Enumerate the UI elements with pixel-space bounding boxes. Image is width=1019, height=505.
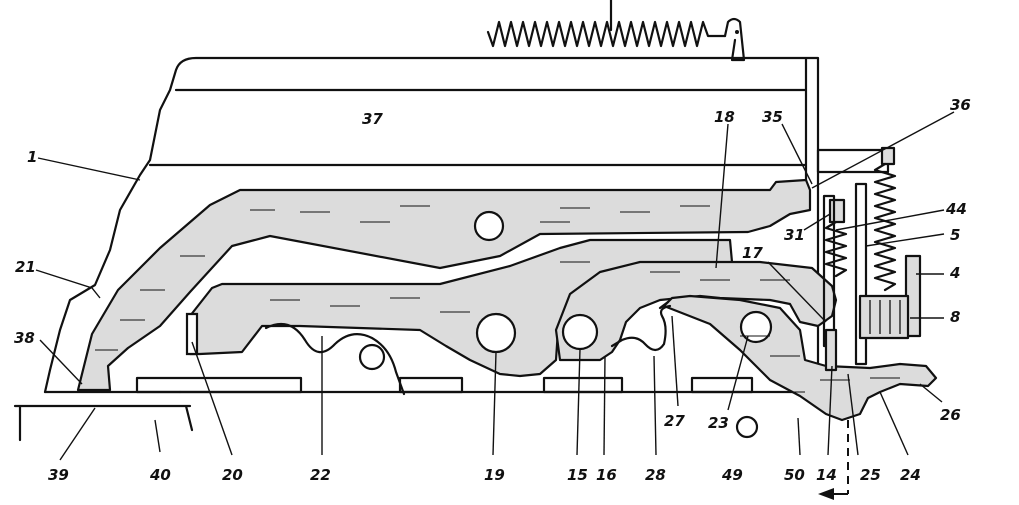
label-40: 40 — [149, 466, 171, 484]
label-5: 5 — [950, 226, 960, 244]
base-plate — [15, 406, 192, 440]
leader-lines — [36, 112, 954, 460]
hatch-marks — [95, 206, 900, 392]
drawing-lines — [15, 0, 954, 500]
spring-22 — [266, 324, 404, 394]
label-14: 14 — [816, 466, 837, 484]
label-35: 35 — [762, 108, 783, 126]
clip-31 — [830, 200, 844, 222]
label-8: 8 — [950, 308, 960, 326]
label-25: 25 — [860, 466, 881, 484]
spring-hook — [725, 19, 744, 60]
label-28: 28 — [645, 466, 666, 484]
label-27: 27 — [664, 412, 685, 430]
hole-15 — [563, 315, 597, 349]
arrow-head — [818, 488, 834, 500]
spring-right — [875, 164, 895, 290]
label-39: 39 — [48, 466, 69, 484]
spring-28 — [612, 302, 670, 350]
label-24: 24 — [900, 466, 921, 484]
label-50: 50 — [784, 466, 805, 484]
base-block-4 — [692, 378, 752, 392]
label-18: 18 — [714, 108, 735, 126]
label-26: 26 — [940, 406, 961, 424]
base-block-1 — [137, 378, 301, 392]
end-plate-20 — [187, 314, 197, 354]
label-1: 1 — [27, 148, 37, 166]
label-49: 49 — [721, 466, 743, 484]
label-38: 38 — [14, 329, 35, 347]
top-spring — [488, 22, 725, 46]
plate-36-end — [882, 148, 894, 164]
label-31: 31 — [784, 226, 805, 244]
label-37: 37 — [362, 110, 383, 128]
label-4: 4 — [949, 264, 960, 282]
label-44: 44 — [945, 200, 967, 218]
stop-49 — [737, 417, 757, 437]
label-17: 17 — [742, 244, 763, 262]
label-20: 20 — [222, 466, 243, 484]
label-36: 36 — [950, 96, 971, 114]
hook-pin — [735, 30, 739, 34]
lever-50 — [664, 296, 936, 420]
label-23: 23 — [708, 414, 729, 432]
base-block-3 — [544, 378, 622, 392]
label-16: 16 — [596, 466, 617, 484]
label-15: 15 — [567, 466, 588, 484]
pivot-23 — [741, 312, 771, 342]
rod-5 — [856, 184, 866, 364]
roller-22 — [360, 345, 384, 369]
lever-17 — [556, 262, 836, 360]
base-block-2 — [400, 378, 462, 392]
hole-37 — [475, 212, 503, 240]
pin-14 — [826, 330, 836, 370]
bushing-8 — [860, 296, 908, 338]
reference-labels: 1 21 38 39 40 20 22 19 15 16 28 27 23 49… — [14, 96, 971, 484]
label-21: 21 — [15, 258, 36, 276]
lever-37 — [78, 180, 810, 390]
hole-19 — [477, 314, 515, 352]
spring-left — [826, 222, 846, 276]
label-19: 19 — [484, 466, 505, 484]
housing-1 — [45, 58, 818, 392]
label-22: 22 — [310, 466, 331, 484]
